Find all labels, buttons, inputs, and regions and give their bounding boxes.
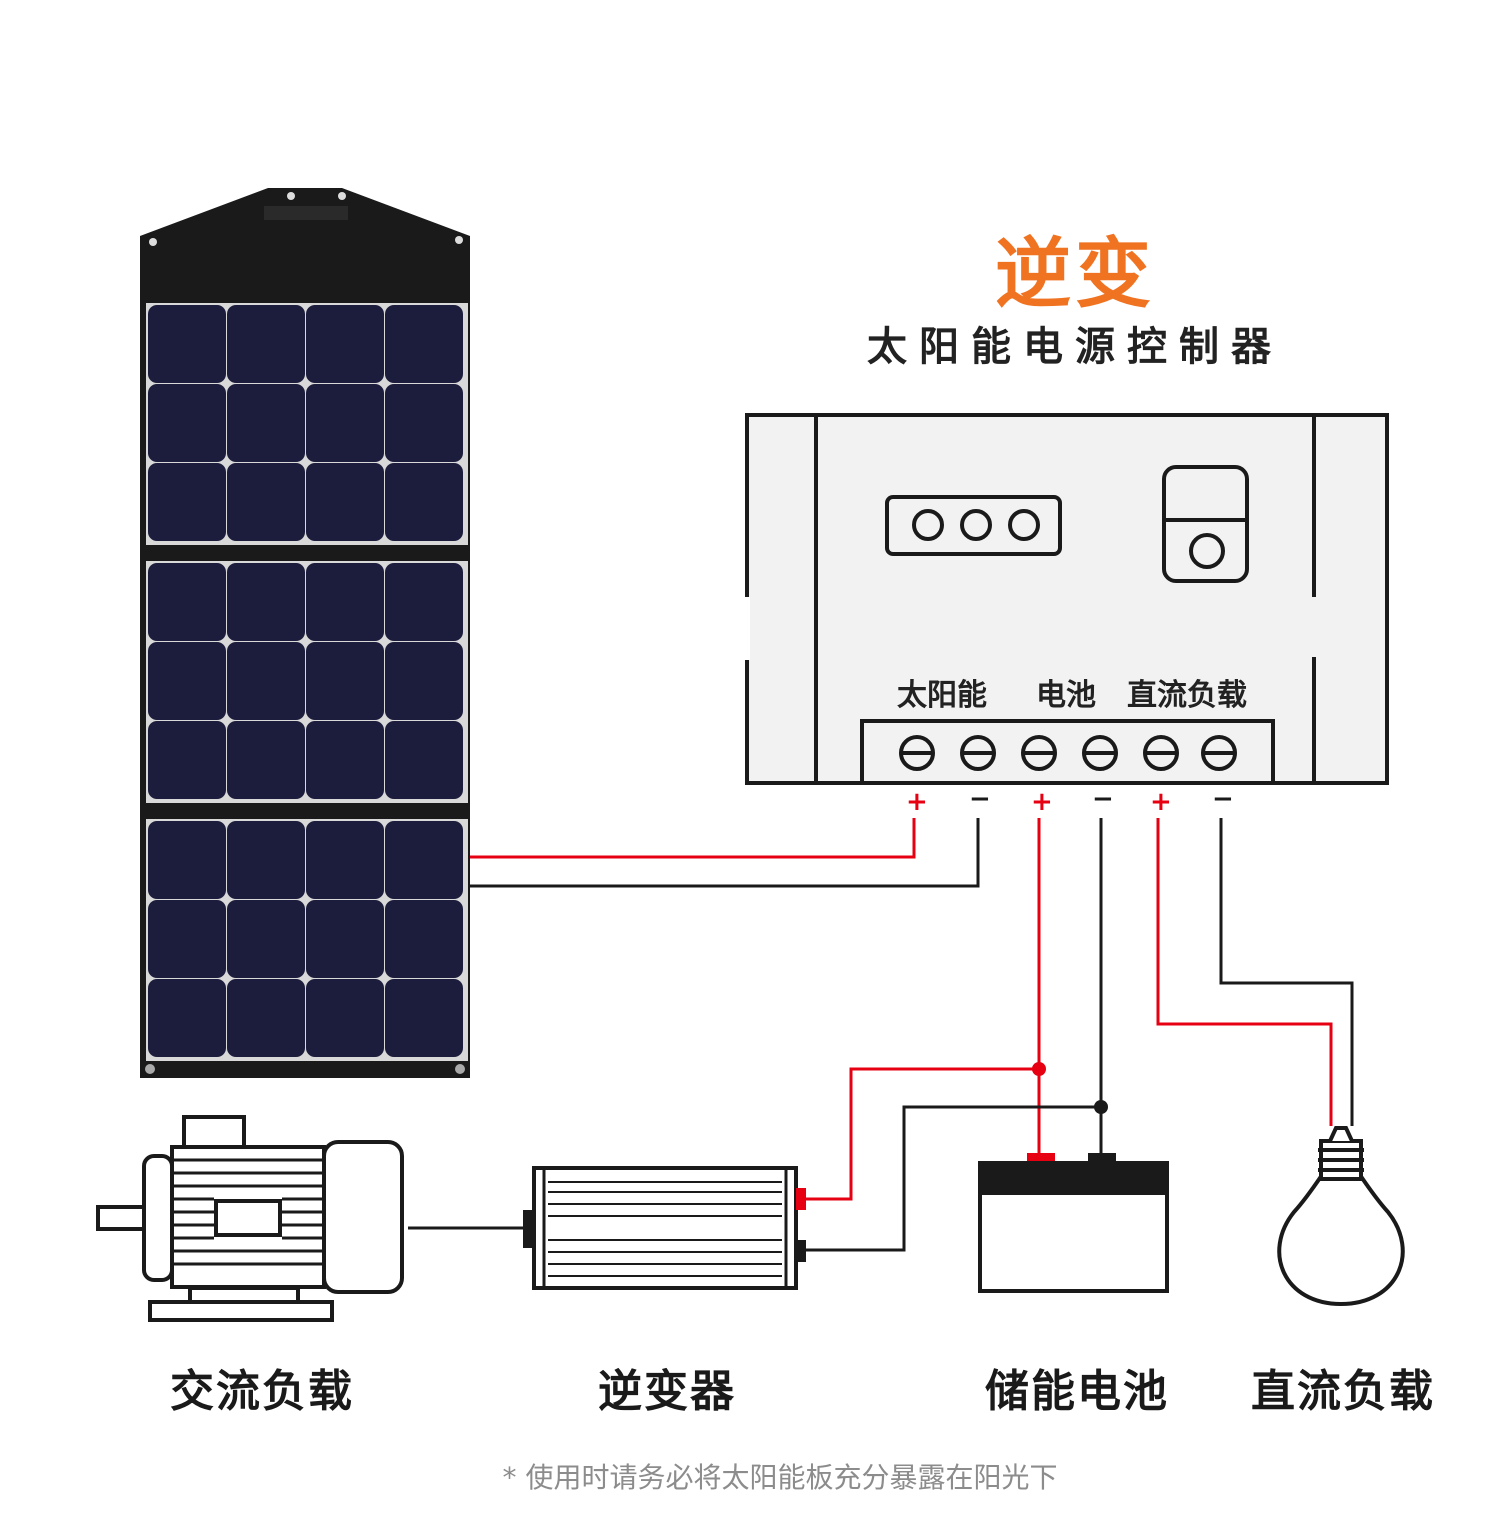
solar-controller (744, 413, 1389, 785)
controller-switch (1162, 465, 1249, 583)
polarity-battery-positive: + (1031, 787, 1053, 817)
junction-negative (1094, 1100, 1108, 1114)
panel-negative-wire (470, 818, 980, 888)
diagram-subtitle: 太阳能电源控制器 (867, 324, 1283, 370)
inverter-positive-wire (806, 1067, 1039, 1201)
solar-panel (140, 188, 470, 1078)
polarity-dc-negative: − (1212, 784, 1234, 814)
light-bulb (1277, 1126, 1405, 1307)
junction-positive (1032, 1062, 1046, 1076)
terminal-label-battery: 电池 (1036, 678, 1096, 713)
dc-load-negative-wire (1219, 818, 1354, 1126)
dc-load-positive-wire (1156, 818, 1333, 1126)
polarity-solar-negative: − (969, 784, 991, 814)
storage-battery (978, 1153, 1169, 1293)
inverter-negative-wire (806, 1105, 1101, 1252)
ac-motor (96, 1115, 404, 1322)
terminal-label-dc-load: 直流负载 (1127, 678, 1247, 713)
polarity-battery-negative: − (1092, 784, 1114, 814)
solar-cells (146, 303, 468, 1061)
polarity-dc-positive: + (1150, 787, 1172, 817)
usage-footnote: * 使用时请务必将太阳能板充分暴露在阳光下 (502, 1461, 1058, 1494)
label-dc-load: 直流负载 (1251, 1366, 1435, 1417)
diagram-title: 逆变 (995, 229, 1155, 318)
terminal-label-solar: 太阳能 (897, 678, 987, 713)
inverter-device (523, 1166, 806, 1290)
label-inverter: 逆变器 (598, 1366, 736, 1417)
label-ac-load: 交流负载 (170, 1366, 354, 1417)
label-battery: 储能电池 (985, 1366, 1169, 1417)
polarity-solar-positive: + (906, 787, 928, 817)
panel-positive-wire (470, 818, 916, 859)
wiring (408, 818, 1354, 1252)
